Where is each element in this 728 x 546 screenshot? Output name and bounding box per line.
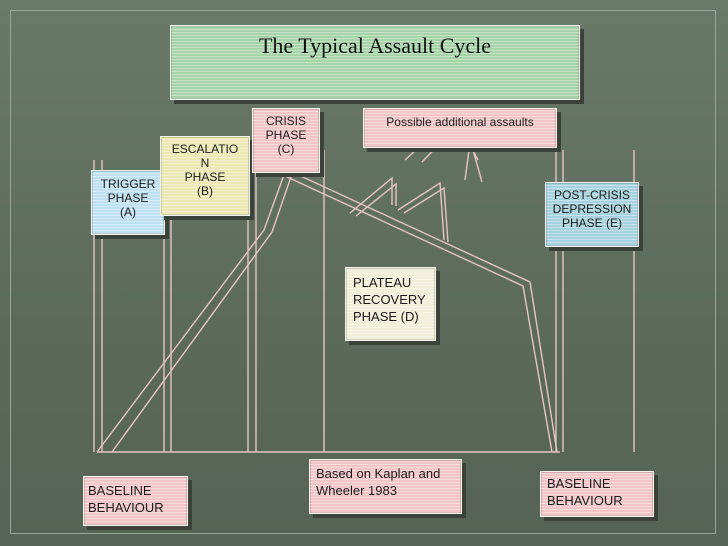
baseline-right-label: BASELINE BEHAVIOUR: [547, 476, 623, 508]
source-label: Based on Kaplan and Wheeler 1983: [316, 466, 441, 498]
plateau-phase-label: PLATEAU RECOVERY PHASE (D): [353, 275, 426, 324]
spike-2-inner: [403, 186, 449, 243]
escalation-phase-label: ESCALATIO N PHASE (B): [171, 142, 239, 198]
source-box: Based on Kaplan and Wheeler 1983: [309, 459, 462, 514]
post-crisis-phase-box: POST-CRISIS DEPRESSION PHASE (E): [545, 182, 639, 247]
slide-frame: [10, 10, 716, 534]
trigger-phase-box: TRIGGER PHASE (A): [91, 170, 165, 235]
additional-assaults-label: Possible additional assaults: [386, 115, 534, 129]
baseline-left-label: BASELINE BEHAVIOUR: [88, 483, 164, 515]
spike-1-inner: [355, 182, 397, 217]
title-box: The Typical Assault Cycle: [170, 25, 580, 100]
spike-1: [349, 176, 393, 214]
trigger-phase-label: TRIGGER PHASE (A): [100, 177, 156, 219]
rise-curve-inner: [111, 173, 293, 453]
crisis-phase-box: CRISIS PHASE (C): [252, 108, 320, 173]
descend-curve-inner: [291, 171, 558, 453]
plateau-phase-box: PLATEAU RECOVERY PHASE (D): [345, 267, 436, 341]
baseline-right-box: BASELINE BEHAVIOUR: [540, 471, 654, 517]
crisis-phase-label: CRISIS PHASE (C): [265, 114, 307, 156]
spike-2: [397, 181, 445, 241]
descend-curve-outer: [284, 175, 553, 453]
post-crisis-phase-label: POST-CRISIS DEPRESSION PHASE (E): [552, 188, 632, 230]
additional-assaults-box: Possible additional assaults: [363, 108, 557, 148]
page-title: The Typical Assault Cycle: [258, 33, 492, 58]
baseline-left-box: BASELINE BEHAVIOUR: [83, 476, 188, 526]
escalation-phase-box: ESCALATIO N PHASE (B): [160, 136, 250, 216]
rise-curve-outer: [96, 171, 286, 453]
